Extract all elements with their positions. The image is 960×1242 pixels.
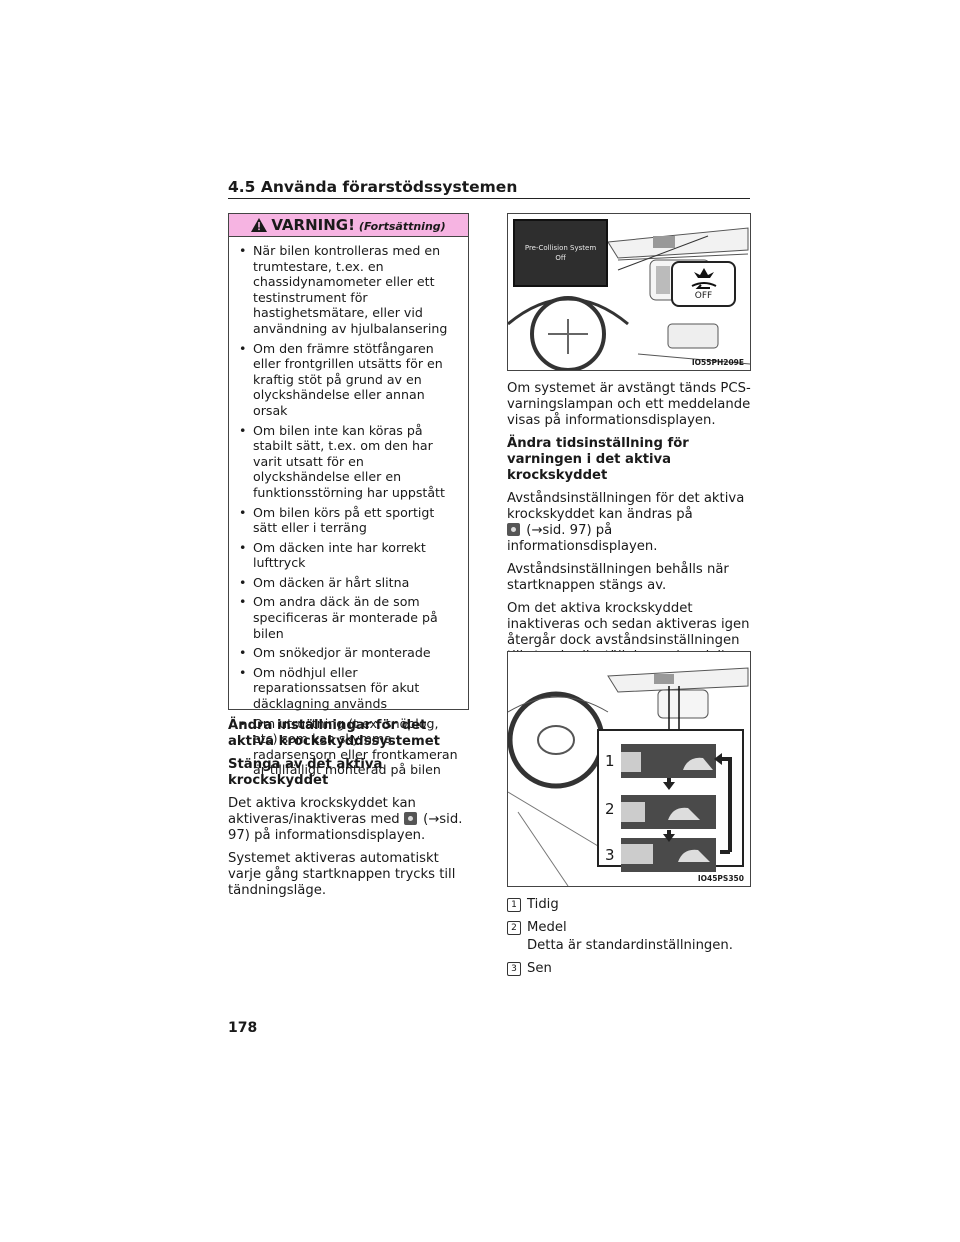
pcs-warning-icon <box>691 268 716 289</box>
settings-gear-icon <box>403 812 417 825</box>
warning-header: VARNING!(Fortsättning) <box>229 214 468 237</box>
distance-text-b: (→sid. 97) på informationsdisplayen. <box>507 523 658 554</box>
screen-message: Pre-Collision System <box>524 244 597 252</box>
warning-list: När bilen kontrolleras med en trumtestar… <box>229 237 468 778</box>
legend-label: Tidig <box>527 897 559 912</box>
legend-item: 2 Medel <box>507 920 757 936</box>
legend-number: 1 <box>507 898 521 912</box>
section-header: 4.5 Använda förarstödssystemen <box>228 178 518 196</box>
figure-label-3: 3 <box>605 846 615 864</box>
off-label: OFF <box>694 291 713 301</box>
warning-item: Om den främre stötfångaren eller frontgr… <box>237 341 460 419</box>
legend-item: 1 Tidig <box>507 897 757 913</box>
distance-paragraph: Avståndsinställningen för det aktiva kro… <box>507 491 757 555</box>
warning-item: När bilen kontrolleras med en trumtestar… <box>237 243 460 337</box>
timing-illustration <box>508 667 749 886</box>
pcs-off-figure: Pre-Collision System Off OFF IO55PH209E <box>507 213 751 371</box>
figure-code: IO55PH209E <box>691 358 744 367</box>
warning-item: Om utrustning (t.ex. snöplog, etc) som k… <box>237 716 460 778</box>
auto-activate-paragraph: Systemet aktiveras automatiskt varje gån… <box>228 851 456 898</box>
legend-number: 2 <box>507 921 521 935</box>
disable-text-a: Det aktiva krockskyddet kan aktiveras/in… <box>228 796 416 827</box>
settings-heading: Ändra inställningar för det aktiva krock… <box>228 718 440 749</box>
header-divider <box>228 198 750 199</box>
warning-item: Om nödhjul eller reparationssatsen för a… <box>237 665 460 712</box>
figure-label-1: 1 <box>605 752 615 770</box>
warning-item: Om däcken är hårt slitna <box>237 575 460 591</box>
legend-note: Detta är standardinställningen. <box>527 938 733 953</box>
display-screen: Pre-Collision System Off <box>513 219 608 287</box>
legend-number: 3 <box>507 962 521 976</box>
figure-label-2: 2 <box>605 800 615 818</box>
settings-gear-icon <box>507 523 520 536</box>
retained-paragraph: Avståndsinställningen behålls när startk… <box>507 562 729 593</box>
timing-legend: 1 Tidig 2 Medel Detta är standardinställni… <box>507 897 757 984</box>
warning-item: Om däcken inte har korrekt lufttryck <box>237 540 460 571</box>
right-column: Om systemet är avstängt tänds PCS-varnin… <box>507 381 757 672</box>
warning-title: VARNING! <box>271 216 355 234</box>
figure-code: IO45PS350 <box>697 874 744 883</box>
warning-lamp-paragraph: Om systemet är avstängt tänds PCS-varnin… <box>507 381 751 428</box>
legend-label: Sen <box>527 961 552 976</box>
warning-subtitle: (Fortsättning) <box>358 220 446 233</box>
pcs-off-indicator: OFF <box>671 261 736 307</box>
left-column: Ändra inställningar för det aktiva krock… <box>228 718 473 906</box>
timing-figure: 1 2 3 IO45PS350 <box>507 651 751 887</box>
timing-heading: Ändra tidsinställning för varningen i de… <box>507 436 689 483</box>
warning-triangle-icon <box>251 218 268 232</box>
disable-text-b: (→sid. 97) på informationsdisplayen. <box>228 812 463 843</box>
warning-item: Om bilen inte kan köras på stabilt sätt,… <box>237 423 460 501</box>
warning-item: Om snökedjor är monterade <box>237 645 460 661</box>
legend-item: 3 Sen <box>507 961 757 977</box>
disable-paragraph: Det aktiva krockskyddet kan aktiveras/in… <box>228 796 473 844</box>
disable-heading: Stänga av det aktiva krockskyddet <box>228 757 383 788</box>
screen-status: Off <box>555 254 566 262</box>
legend-label: Medel <box>527 920 567 935</box>
warning-item: Om bilen körs på ett sportigt sätt eller… <box>237 505 460 536</box>
warning-box: VARNING!(Fortsättning) När bilen kontrol… <box>228 213 469 777</box>
page-number: 178 <box>228 1020 258 1036</box>
warning-item: Om andra däck än de som specificeras är … <box>237 594 460 641</box>
distance-text-a: Avståndsinställningen för det aktiva kro… <box>507 491 745 522</box>
